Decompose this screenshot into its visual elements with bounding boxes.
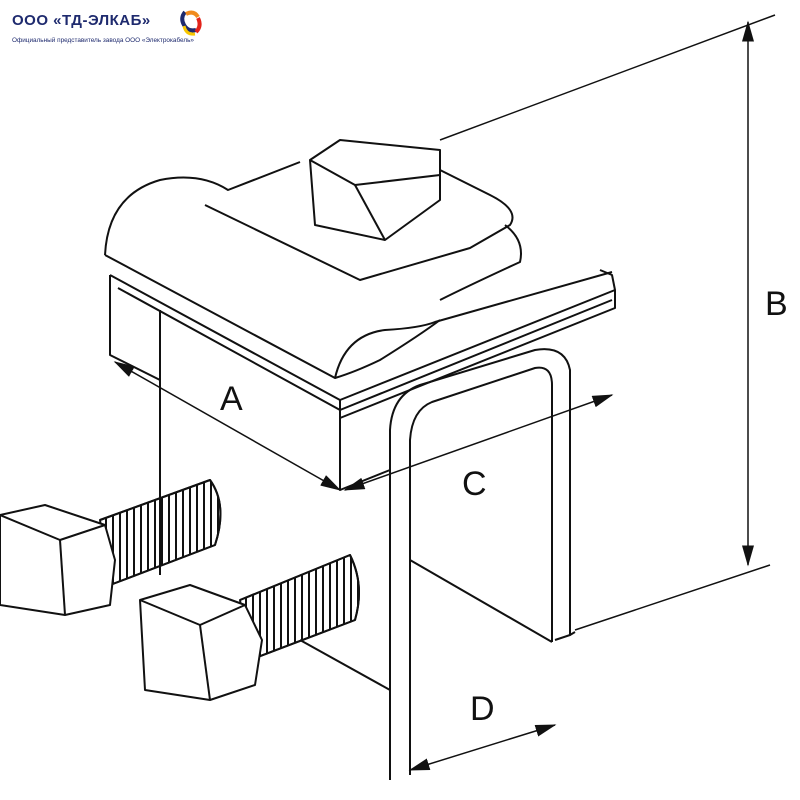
top-hex-nut	[309, 139, 441, 241]
logo-title: ООО «ТД-ЭЛКАБ»	[12, 12, 151, 29]
dimension-label-b: B	[765, 285, 788, 323]
bolt-lower	[139, 554, 360, 701]
company-logo: ООО «ТД-ЭЛКАБ» Официальный представитель…	[10, 8, 220, 48]
dimension-label-a: A	[220, 380, 243, 418]
bolt-upper	[0, 479, 222, 616]
dimension-label-c: C	[462, 465, 487, 503]
dimension-label-d: D	[470, 690, 495, 728]
dimension-lines	[113, 14, 776, 771]
logo-subtitle: Официальный представитель завода ООО «Эл…	[12, 37, 194, 44]
logo-rings-icon	[180, 10, 202, 36]
